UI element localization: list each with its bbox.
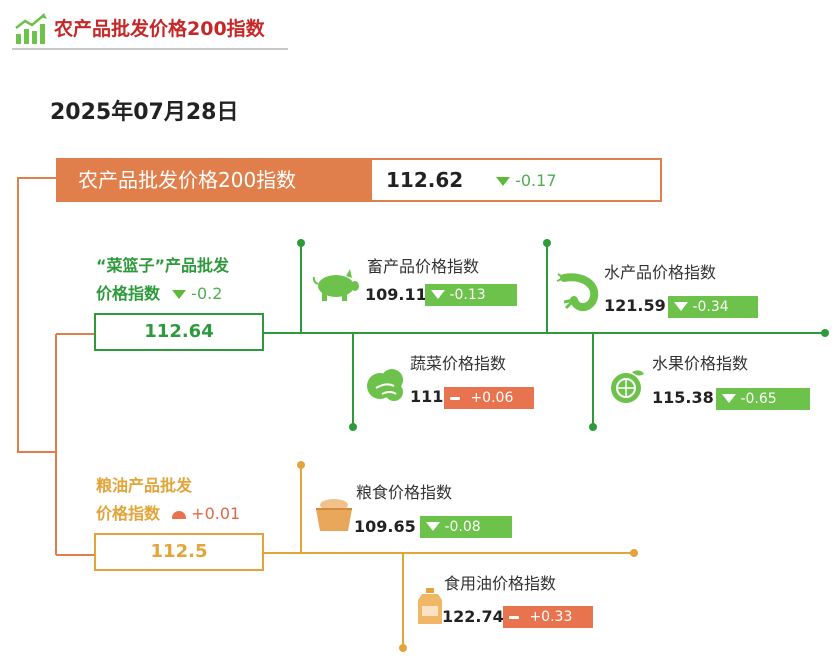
vegetable-basket-label: “菜篮子”产品批发 价格指数 -0.2 — [96, 252, 229, 308]
oil-bottle-icon — [418, 588, 442, 624]
bar-chart-icon — [15, 13, 47, 44]
down-arrow-icon — [674, 302, 688, 311]
aquatic-index-change: -0.34 — [692, 299, 729, 315]
fruit-index-value: 115.38 — [652, 388, 714, 407]
main-index-value: 112.62 — [386, 168, 464, 192]
main-index-label: 农产品批发价格200指数 — [56, 158, 372, 202]
livestock-index-name: 畜产品价格指数 — [367, 257, 480, 276]
up-arrow-icon — [171, 510, 186, 519]
fruit-index-name: 水果价格指数 — [652, 354, 749, 373]
pig-icon — [312, 269, 359, 301]
aquatic-index-value: 121.59 — [604, 296, 666, 315]
cabbage-icon — [367, 369, 403, 401]
vegetable-basket-value: 112.64 — [94, 313, 264, 351]
oil-index-change: +0.33 — [529, 609, 573, 625]
date: 2025年07月28日 — [50, 100, 239, 125]
grain-index-value: 109.65 — [354, 517, 416, 536]
aquatic-index-name: 水产品价格指数 — [604, 263, 717, 282]
vegetable-index-value: 111 — [410, 387, 444, 406]
vegetable-basket-change: -0.2 — [191, 284, 223, 303]
livestock-index-change-badge: -0.13 — [425, 284, 517, 306]
main-index-change: -0.17 — [496, 171, 557, 190]
fruit-index-change-badge: -0.65 — [716, 388, 810, 410]
livestock-index-change: -0.13 — [449, 287, 486, 303]
main-index-change-value: -0.17 — [515, 171, 557, 190]
oil-index-name: 食用油价格指数 — [444, 574, 557, 593]
vegetable-basket-label-line1: “菜篮子”产品批发 — [96, 256, 230, 275]
up-arrow-icon — [509, 615, 519, 619]
aquatic-index-change-badge: -0.34 — [668, 296, 758, 318]
down-arrow-icon — [722, 394, 736, 403]
down-arrow-icon — [496, 177, 510, 186]
down-arrow-icon — [171, 290, 186, 299]
vegetable-basket-label-line2: 价格指数 — [96, 284, 161, 303]
grain-oil-value: 112.5 — [94, 533, 264, 571]
oil-index-change-badge: +0.33 — [503, 606, 593, 628]
vegetable-index-change-badge: +0.06 — [444, 387, 534, 409]
fruit-index-change: -0.65 — [740, 391, 777, 407]
grain-oil-label-line2: 价格指数 — [96, 504, 161, 523]
grain-oil-label: 粮油产品批发 价格指数 +0.01 — [96, 472, 240, 528]
vegetable-index-name: 蔬菜价格指数 — [410, 354, 507, 373]
grain-oil-change: +0.01 — [191, 504, 241, 523]
up-arrow-icon — [450, 396, 460, 400]
fruit-icon — [611, 370, 644, 403]
page-title: 农产品批发价格200指数 — [54, 18, 265, 40]
grain-index-change: -0.08 — [444, 519, 481, 535]
grain-oil-label-line1: 粮油产品批发 — [96, 476, 193, 495]
down-arrow-icon — [431, 290, 445, 299]
oil-index-value: 122.74 — [442, 607, 504, 626]
shrimp-icon — [556, 273, 599, 311]
livestock-index-value: 109.11 — [365, 285, 427, 304]
grain-index-change-badge: -0.08 — [420, 516, 512, 538]
title-divider — [12, 48, 288, 50]
down-arrow-icon — [426, 522, 440, 531]
grain-sack-icon — [316, 499, 352, 531]
grain-index-name: 粮食价格指数 — [356, 483, 453, 502]
vegetable-index-change: +0.06 — [470, 390, 514, 406]
